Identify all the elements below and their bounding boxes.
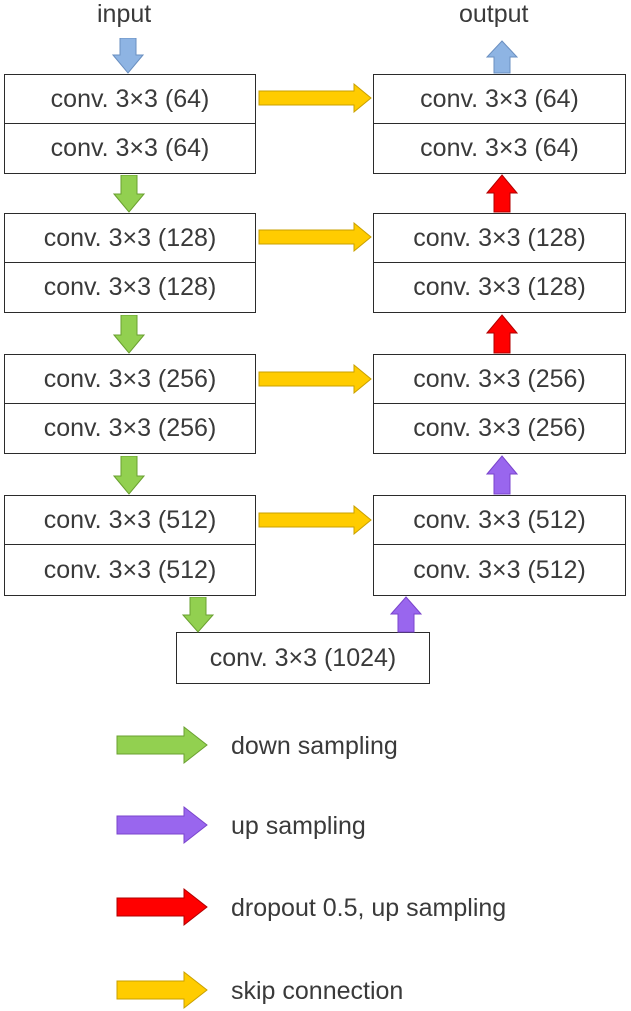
skip-connection-arrow-icon: [258, 364, 372, 394]
up-sampling-arrow-shape: [390, 596, 422, 633]
decoder-block-1-conv-2: conv. 3×3 (64): [373, 123, 626, 174]
skip-connection-arrow-shape: [258, 505, 372, 535]
legend-down-sampling-arrow-icon: [116, 725, 208, 765]
down-sampling-arrow-icon: [113, 456, 145, 495]
bottleneck-conv: conv. 3×3 (1024): [176, 632, 430, 684]
encoder-block-4-conv-2: conv. 3×3 (512): [4, 544, 256, 596]
decoder-block-3-conv-1: conv. 3×3 (256): [373, 354, 626, 404]
legend-skip-connection-arrow-icon: [116, 970, 208, 1010]
skip-connection-arrow-icon: [258, 83, 372, 113]
input-arrow-icon: [112, 38, 144, 74]
legend-down-sampling-label: down sampling: [231, 732, 398, 760]
down-sampling-arrow-icon: [113, 315, 145, 354]
dropout-up-sampling-arrow-shape: [486, 314, 518, 354]
input-arrow-shape: [112, 38, 144, 74]
dropout-up-sampling-arrow-shape: [486, 174, 518, 213]
skip-connection-arrow-shape: [258, 83, 372, 113]
down-sampling-arrow-shape: [113, 315, 145, 354]
legend-dropout-up-sampling-arrow-icon: [116, 887, 208, 927]
skip-connection-arrow-icon: [258, 505, 372, 535]
legend-skip-connection-label: skip connection: [231, 977, 404, 1005]
down-sampling-arrow-shape: [113, 456, 145, 495]
legend-up-sampling-arrow-shape: [116, 805, 208, 845]
up-sampling-arrow-icon: [486, 455, 518, 495]
output-arrow-shape: [486, 40, 518, 74]
legend-dropout-up-sampling-label: dropout 0.5, up sampling: [231, 894, 507, 922]
decoder-block-2-conv-2: conv. 3×3 (128): [373, 262, 626, 313]
legend-dropout-up-sampling-arrow-shape: [116, 887, 208, 927]
decoder-block-1-conv-1: conv. 3×3 (64): [373, 74, 626, 124]
decoder-block-3-conv-2: conv. 3×3 (256): [373, 403, 626, 454]
encoder-block-2-conv-2: conv. 3×3 (128): [4, 262, 256, 313]
decoder-block-4-conv-2: conv. 3×3 (512): [373, 544, 626, 596]
legend-up-sampling-arrow-icon: [116, 805, 208, 845]
down-sampling-arrow-shape: [113, 175, 145, 213]
input-label: input: [97, 0, 152, 28]
encoder-block-2-conv-1: conv. 3×3 (128): [4, 213, 256, 263]
skip-connection-arrow-icon: [258, 222, 372, 252]
decoder-block-4-conv-1: conv. 3×3 (512): [373, 495, 626, 545]
dropout-up-sampling-arrow-icon: [486, 314, 518, 354]
down-sampling-arrow-icon: [113, 175, 145, 213]
decoder-block-2-conv-1: conv. 3×3 (128): [373, 213, 626, 263]
output-arrow-icon: [486, 40, 518, 74]
encoder-block-3-conv-1: conv. 3×3 (256): [4, 354, 256, 404]
encoder-block-3-conv-2: conv. 3×3 (256): [4, 403, 256, 454]
down-sampling-arrow-shape: [182, 597, 214, 633]
dropout-up-sampling-arrow-icon: [486, 174, 518, 213]
down-sampling-arrow-icon: [182, 597, 214, 633]
skip-connection-arrow-shape: [258, 222, 372, 252]
encoder-block-1-conv-2: conv. 3×3 (64): [4, 123, 256, 174]
output-label: output: [459, 0, 529, 28]
encoder-block-4-conv-1: conv. 3×3 (512): [4, 495, 256, 545]
skip-connection-arrow-shape: [258, 364, 372, 394]
legend-down-sampling-arrow-shape: [116, 725, 208, 765]
up-sampling-arrow-icon: [390, 596, 422, 633]
encoder-block-1-conv-1: conv. 3×3 (64): [4, 74, 256, 124]
up-sampling-arrow-shape: [486, 455, 518, 495]
legend-up-sampling-label: up sampling: [231, 812, 366, 840]
legend-skip-connection-arrow-shape: [116, 970, 208, 1010]
